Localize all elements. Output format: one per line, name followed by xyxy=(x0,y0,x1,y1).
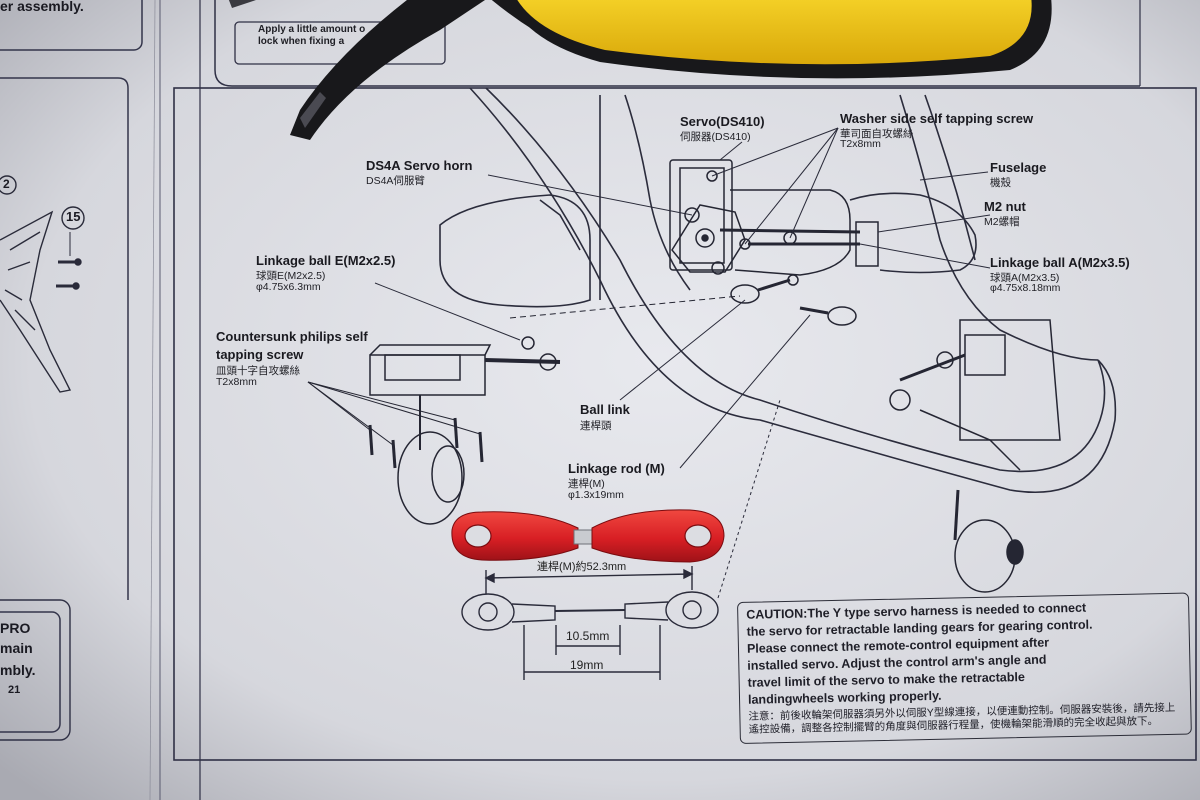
step-number-15: 15 xyxy=(66,209,81,224)
fuselage-label: Fuselage xyxy=(990,160,1047,175)
main-fragment: main xyxy=(0,640,33,656)
servo-label: Servo(DS410) xyxy=(680,114,765,129)
linkage-ball-e-size: φ4.75x6.3mm xyxy=(256,281,321,293)
dimension-10-5mm: 10.5mm xyxy=(566,629,610,643)
pro-fragment: PRO xyxy=(0,620,31,636)
fuselage-drawing xyxy=(439,87,1117,494)
caution-line-6: landingwheels working properly. xyxy=(747,688,942,707)
linkage-rod-label-cn: 連桿(M) xyxy=(568,478,605,490)
m2-nut-label-cn: M2螺帽 xyxy=(984,216,1020,228)
ball-link-label: Ball link xyxy=(580,402,630,417)
assembly-fragment-2: mbly. xyxy=(0,662,36,678)
badge-21: 21 xyxy=(8,684,21,696)
rod-dimension-diagram xyxy=(461,566,719,680)
linkage-ball-a-label-cn: 球頭A(M2x3.5) xyxy=(990,272,1060,284)
washer-screw-label-cn: 華司面自攻螺絲 xyxy=(840,128,914,140)
ball-link-label-cn: 連桿頭 xyxy=(580,420,612,432)
red-ball-link-object xyxy=(451,509,725,563)
badge-2: 2 xyxy=(3,177,10,191)
caution-box: CAUTION:The Y type servo harness is need… xyxy=(737,592,1192,744)
caution-chinese-text: 注意：前後收輪架伺服器須另外以伺服Y型線連接，以便連動控制。伺服器安裝後，請先接… xyxy=(748,701,1176,736)
left-page-panels xyxy=(0,0,161,800)
dimension-19mm: 19mm xyxy=(570,658,604,672)
linkage-ball-e-label-cn: 球頭E(M2x2.5) xyxy=(256,270,326,282)
m2-nut-label: M2 nut xyxy=(984,199,1026,214)
servo-assembly xyxy=(669,159,879,276)
leader-lines xyxy=(374,127,991,599)
linkage-ball-a-size: φ4.75x8.18mm xyxy=(990,282,1061,294)
countersunk-label-2: tapping screw xyxy=(216,347,304,362)
assembly-fragment: er assembly. xyxy=(0,0,84,14)
servo-label-cn: 伺服器(DS410) xyxy=(680,131,751,143)
countersunk-label-cn: 皿頭十字自攻螺絲 xyxy=(216,365,300,377)
rod-length-dimension: 連桿(M)約52.3mm xyxy=(537,561,627,573)
washer-screw-size: T2x8mm xyxy=(840,138,881,150)
linkage-rod-label: Linkage rod (M) xyxy=(568,461,665,476)
fuselage-label-cn: 機殼 xyxy=(990,177,1011,189)
linkage-rod-size: φ1.3x19mm xyxy=(568,489,624,501)
apply-line-2: lock when fixing a xyxy=(258,36,345,47)
servo-horn-label: DS4A Servo horn xyxy=(366,158,473,173)
servo-horn-label-cn: DS4A伺服臂 xyxy=(366,175,425,187)
apply-note: Apply a little amount o lock when fixing… xyxy=(258,24,365,48)
linkage-ball-e-label: Linkage ball E(M2x2.5) xyxy=(256,253,396,268)
washer-screw-label: Washer side self tapping screw xyxy=(840,111,1034,126)
linkage-ball-a-label: Linkage ball A(M2x3.5) xyxy=(990,255,1130,270)
countersunk-size: T2x8mm xyxy=(216,376,257,388)
pliers-object xyxy=(228,0,1052,140)
countersunk-label-1: Countersunk philips self xyxy=(216,329,368,344)
apply-line-1: Apply a little amount o xyxy=(258,24,366,35)
caution-line-5: travel limit of the servo to make the re… xyxy=(747,669,1025,690)
landing-gear-drawings xyxy=(307,319,1061,593)
ball-link-drawings xyxy=(509,274,857,350)
tail-fin-sketch xyxy=(0,175,85,393)
